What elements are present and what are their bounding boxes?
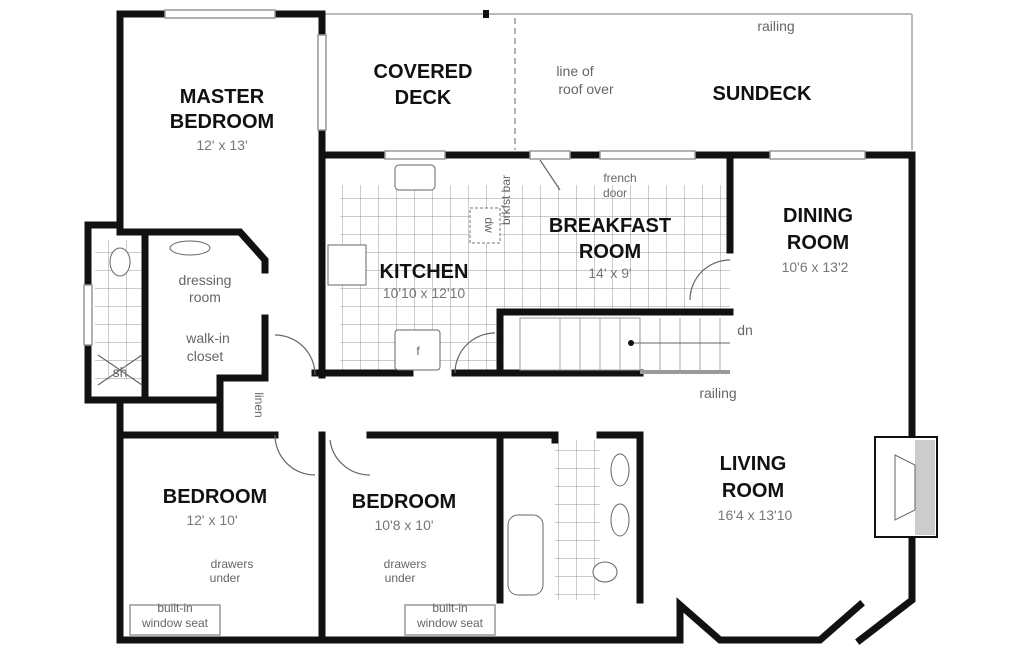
living-room-size: 16'4 x 13'10 bbox=[718, 507, 793, 523]
french-door-note-2: door bbox=[603, 186, 627, 200]
dining-room-label: DINING bbox=[783, 205, 853, 227]
window-seat-note-1: built-in bbox=[157, 601, 192, 615]
kitchen-size: 10'10 x 12'10 bbox=[383, 285, 466, 301]
window-seat-note-2: built-in bbox=[432, 601, 467, 615]
french-door-note: french bbox=[603, 171, 636, 185]
hall-bath-tile bbox=[555, 440, 600, 600]
window-seat-note-2b: window seat bbox=[416, 616, 484, 630]
dressing-room-label-2: room bbox=[189, 289, 221, 305]
walk-in-closet-label: walk-in bbox=[185, 330, 230, 346]
master-bedroom-label: MASTER bbox=[180, 86, 265, 108]
breakfast-room-size: 14' x 9' bbox=[588, 265, 631, 281]
drawers-note-1: drawers bbox=[211, 557, 254, 571]
breakfast-bar-label: brkfst bar bbox=[499, 175, 513, 225]
breakfast-room-label-2: ROOM bbox=[579, 241, 641, 263]
interior-walls bbox=[116, 156, 734, 644]
kitchen-label: KITCHEN bbox=[380, 261, 469, 283]
railing-note-top: railing bbox=[757, 18, 794, 34]
sundeck-label: SUNDECK bbox=[713, 83, 812, 105]
covered-deck-label-2: DECK bbox=[395, 87, 452, 109]
fireplace bbox=[874, 436, 938, 538]
bedroom-1-size: 12' x 10' bbox=[186, 512, 237, 528]
master-bedroom-label-2: BEDROOM bbox=[170, 111, 274, 133]
deck-outline bbox=[325, 10, 913, 150]
dressing-room-label: dressing bbox=[179, 272, 232, 288]
roof-line-note-2: roof over bbox=[558, 81, 614, 97]
staircase bbox=[519, 317, 730, 374]
windows bbox=[83, 9, 866, 636]
linen-closet-label: linen bbox=[252, 392, 266, 417]
walk-in-closet-label-2: closet bbox=[187, 348, 224, 364]
master-bedroom-size: 12' x 13' bbox=[196, 137, 247, 153]
drawers-note-2b: under bbox=[385, 571, 416, 585]
roof-line-note: line of bbox=[556, 63, 593, 79]
bedroom-1-label: BEDROOM bbox=[163, 486, 267, 508]
drawers-note-1b: under bbox=[210, 571, 241, 585]
dining-room-label-2: ROOM bbox=[787, 232, 849, 254]
dining-room-size: 10'6 x 13'2 bbox=[782, 259, 849, 275]
kitchen-breakfast-tile bbox=[340, 185, 730, 310]
shower-label: sh bbox=[113, 364, 128, 380]
bedroom-2-label: BEDROOM bbox=[352, 491, 456, 513]
living-room-label: LIVING bbox=[720, 453, 787, 475]
breakfast-room-label: BREAKFAST bbox=[549, 215, 671, 237]
fixtures bbox=[97, 164, 630, 596]
railing-note-stairs: railing bbox=[699, 385, 736, 401]
living-room-label-2: ROOM bbox=[722, 480, 784, 502]
window-seat-note-1b: window seat bbox=[141, 616, 209, 630]
bedroom-2-size: 10'8 x 10' bbox=[374, 517, 433, 533]
covered-deck-label: COVERED bbox=[374, 61, 473, 83]
stairs-down-label: dn bbox=[737, 322, 753, 338]
dishwasher-label: dw bbox=[482, 217, 496, 233]
drawers-note-2: drawers bbox=[384, 557, 427, 571]
fridge-label: f bbox=[416, 344, 420, 358]
doors bbox=[274, 159, 731, 476]
